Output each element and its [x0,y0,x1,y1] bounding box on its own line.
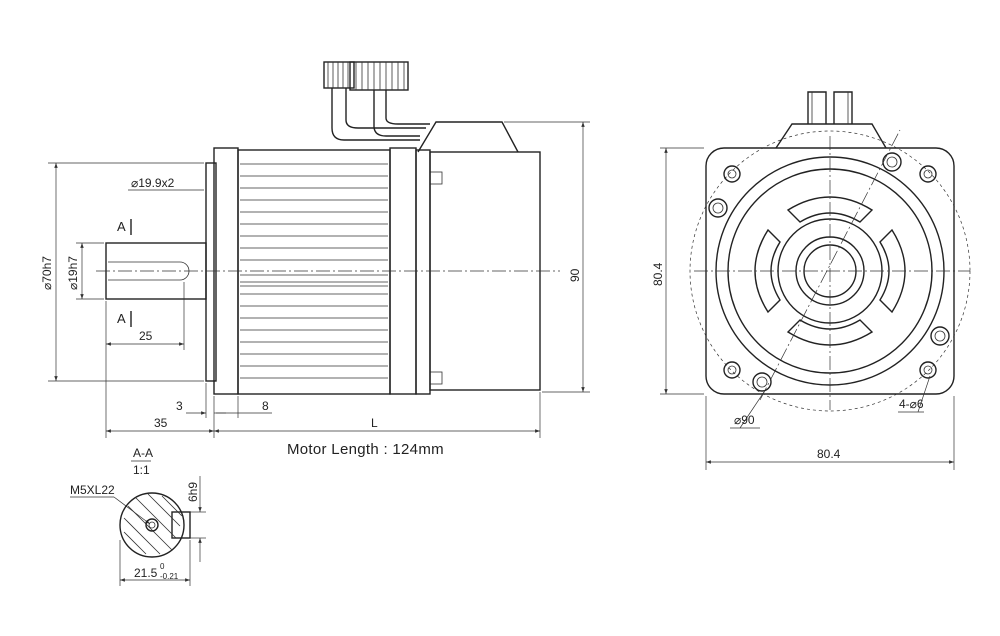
cable-right [373,90,430,137]
section-title: A-A [133,446,153,460]
screw-bottom [429,371,443,385]
front-flange [205,162,217,382]
dim-spigot: 3 [176,399,183,413]
window-top [786,196,874,223]
section-key [171,511,191,539]
section-view: A-A 1:1 M5XL22 6h9 21.5 0 -0.21 [70,446,206,586]
section-shaft [119,492,185,558]
dim-holes: 4-⌀6 [899,397,924,411]
mounting-holes [708,152,950,392]
cable-left [331,88,426,141]
section-hatch [123,493,183,555]
window-right [879,228,906,314]
section-tol-upper: 0 [160,562,165,571]
end-view: 80.4 80.4 ⌀90 4-⌀6 [651,91,971,470]
window-left [754,228,781,314]
section-scale: 1:1 [133,463,150,477]
connector-housing [417,121,519,153]
connector-plugs [323,61,409,91]
dim-flange-thickness: 8 [262,399,269,413]
section-marker-top: A [117,219,126,234]
window-bottom [786,319,874,346]
dim-pcd: ⌀90 [734,413,755,427]
section-marker-bottom: A [117,311,126,326]
dim-height: 90 [568,268,582,282]
dim-body-length: L [371,416,378,430]
dim-keyway: ⌀19.9x2 [131,176,175,190]
screw-top [429,171,443,185]
end-connector [775,123,887,149]
section-thread: M5XL22 [70,483,115,497]
motor-length-caption: Motor Length : 124mm [287,441,444,458]
dim-shaft-length: 35 [154,416,168,430]
dim-flange-dia: ⌀70h7 [40,256,54,290]
dim-end-height: 80.4 [651,262,665,286]
dim-end-width: 80.4 [817,447,841,461]
dim-key-length: 25 [139,329,153,343]
section-dim-base: 21.5 [134,566,158,580]
side-view: A A ⌀70h7 ⌀19h7 ⌀19.9x2 25 35 3 [40,61,590,438]
section-key-width: 6h9 [186,482,200,502]
section-tol-lower: -0.21 [160,572,179,581]
motor-body [213,147,443,395]
dim-shaft-dia: ⌀19h7 [66,256,80,290]
